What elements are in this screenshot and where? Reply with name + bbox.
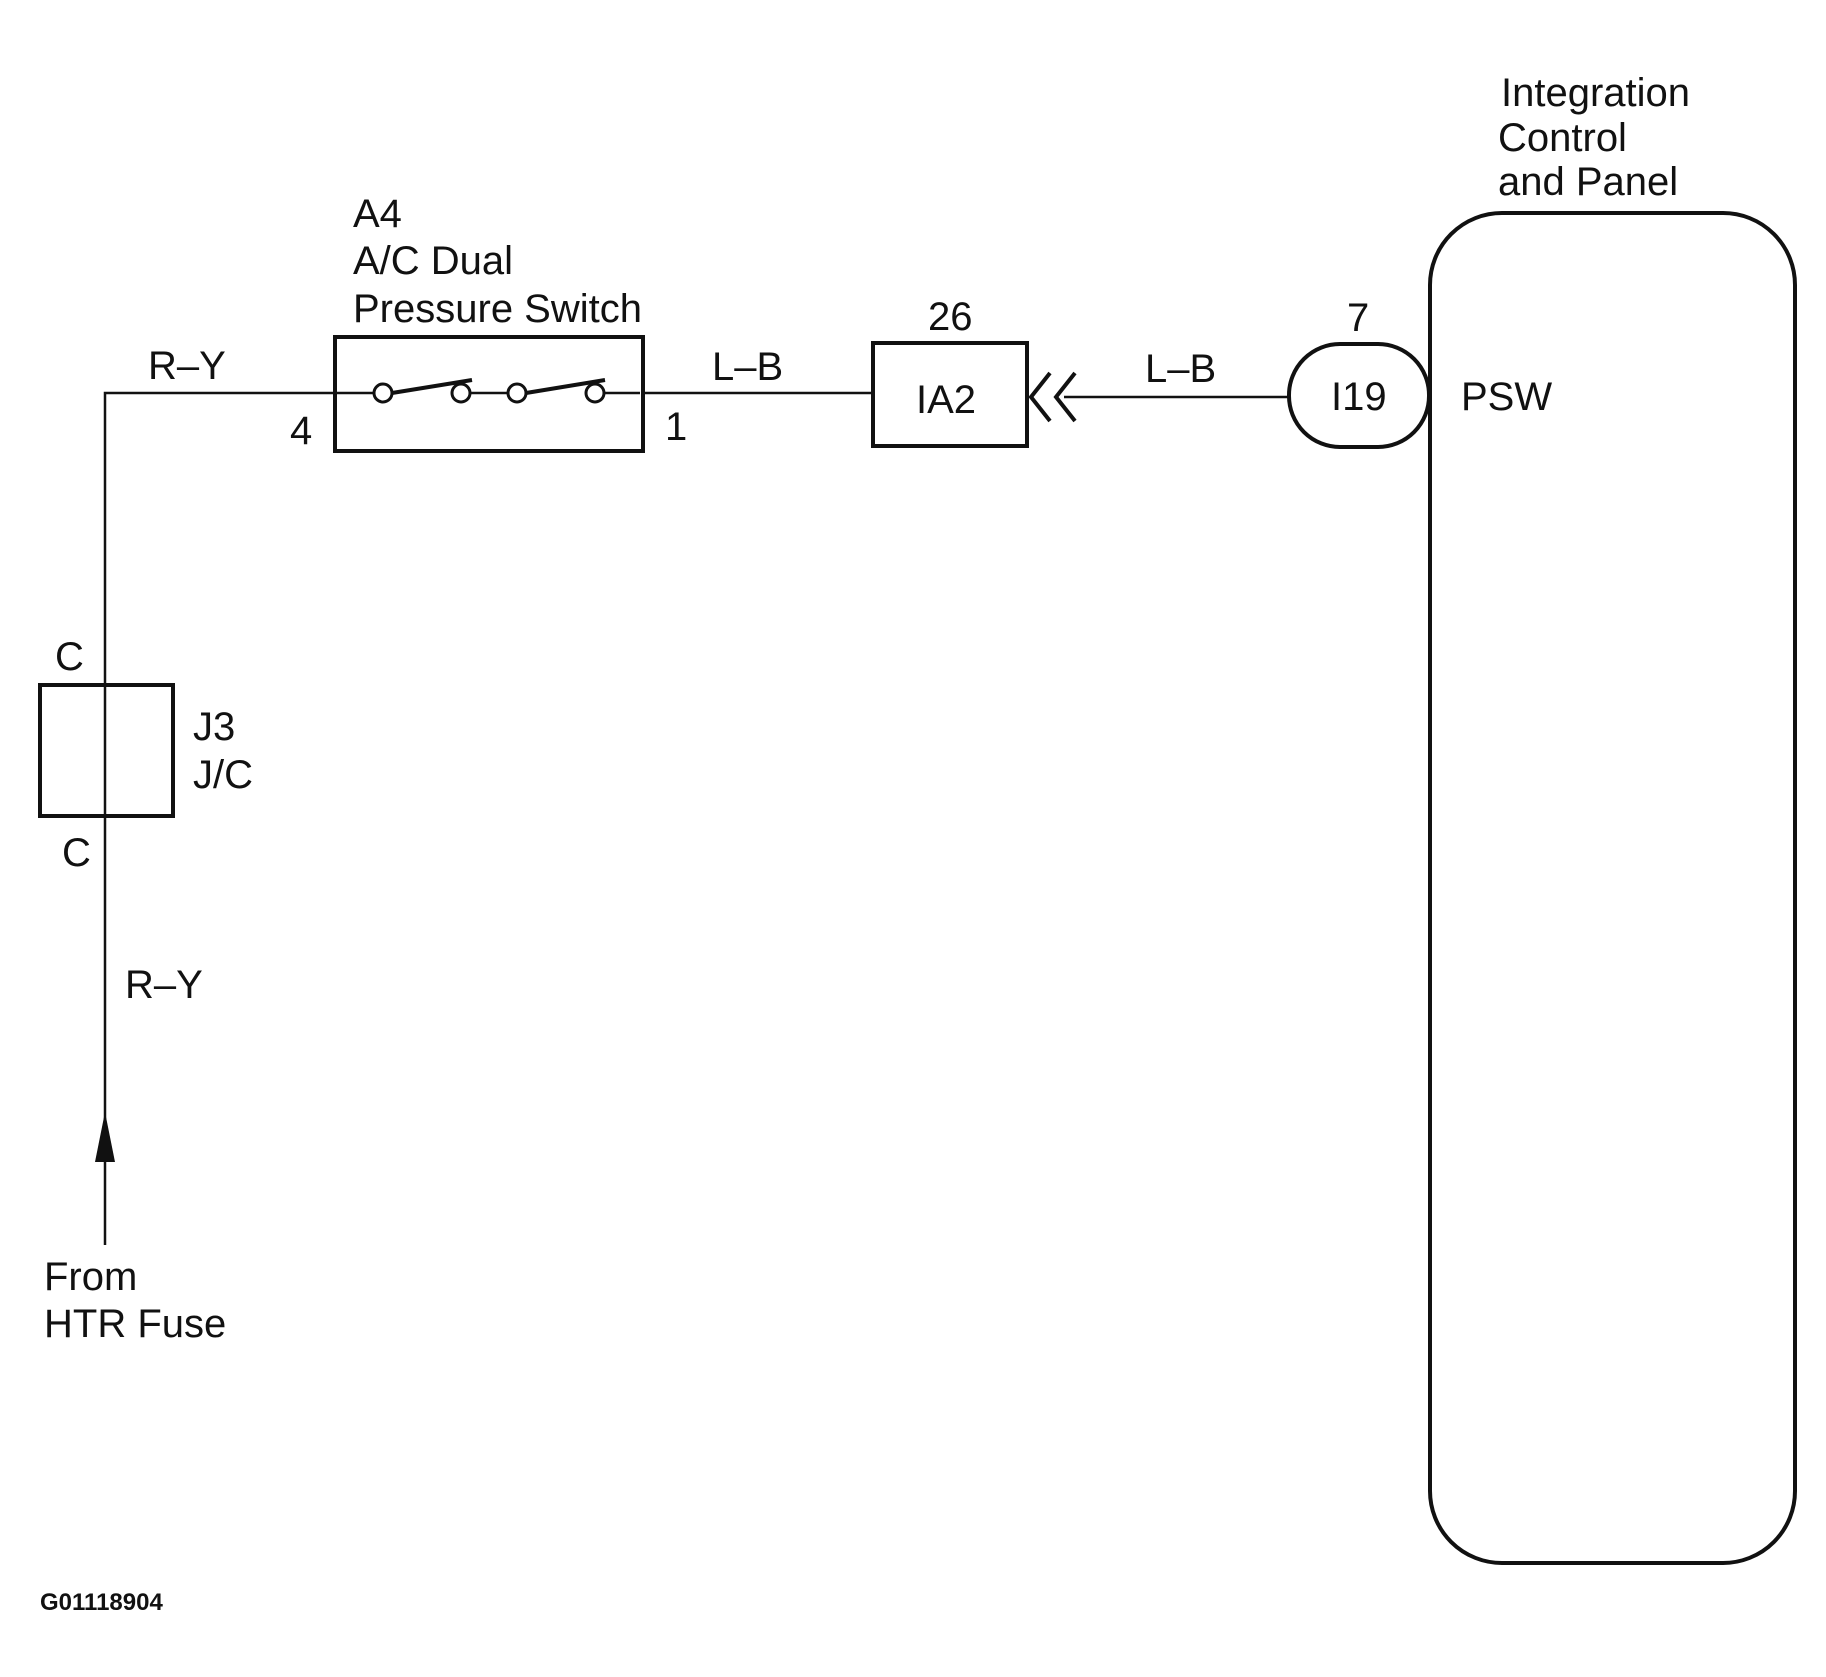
pressure-switch-code: A4 <box>353 192 402 236</box>
switch-contacts-icon <box>338 378 640 404</box>
source-label-line1: From <box>44 1255 137 1299</box>
connector-i19-label: I19 <box>1331 375 1387 419</box>
wire-color-label: R–Y <box>148 344 226 388</box>
junction-pin-label: C <box>55 635 84 679</box>
pressure-switch-name-line1: A/C Dual <box>353 239 513 283</box>
junction-pin-label: C <box>62 831 91 875</box>
ecu-name-line1: Integration <box>1501 71 1690 115</box>
connector-ia2-label: IA2 <box>916 378 976 422</box>
junction-name: J/C <box>193 753 253 797</box>
pin-number-label: 4 <box>290 409 312 453</box>
ecu-name-line2: Control <box>1498 116 1627 160</box>
wire-ry <box>103 391 338 1245</box>
source-label-line2: HTR Fuse <box>44 1302 226 1346</box>
pressure-switch-name-line2: Pressure Switch <box>353 287 642 331</box>
ecu-terminal-label: PSW <box>1461 375 1552 419</box>
ecu-box <box>1428 211 1797 1565</box>
wire-color-label: L–B <box>1145 347 1216 391</box>
chevron-left-icon <box>1053 371 1077 423</box>
connector-pin-label: 7 <box>1347 296 1369 340</box>
figure-id: G01118904 <box>40 1589 163 1616</box>
up-arrow-icon <box>95 1112 115 1162</box>
ecu-name-line3: and Panel <box>1498 160 1678 204</box>
pin-number-label: 1 <box>665 405 687 449</box>
wire-color-label: L–B <box>712 345 783 389</box>
junction-code: J3 <box>193 705 235 749</box>
wire-color-label: R–Y <box>125 963 203 1007</box>
connector-ia2-box <box>871 341 1029 448</box>
connector-pin-label: 26 <box>928 295 973 339</box>
chevron-left-icon <box>1028 371 1052 423</box>
junction-connector-box <box>38 683 175 818</box>
